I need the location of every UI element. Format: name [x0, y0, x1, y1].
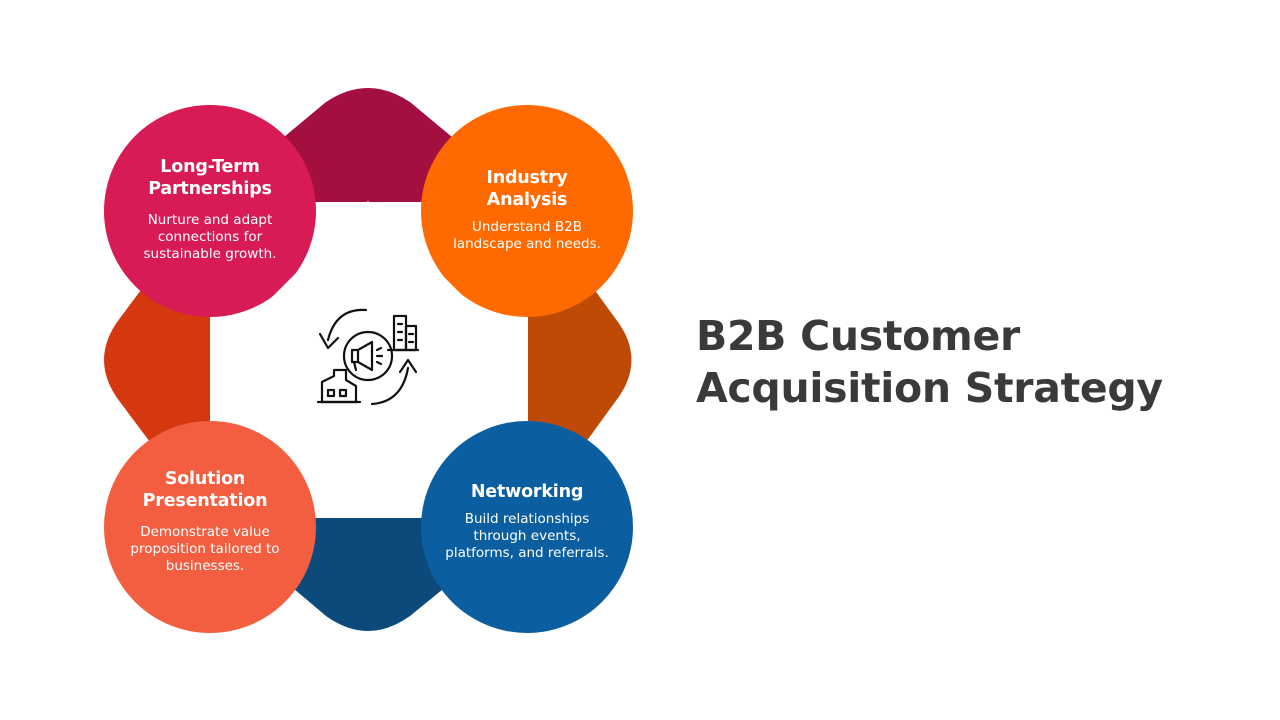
segment-description: Understand B2B landscape and needs.: [453, 219, 601, 252]
circle-industry-analysis: [421, 105, 633, 317]
marketing-cycle-icon: [316, 308, 420, 406]
circle-networking: [421, 421, 633, 633]
segment-industry-analysis: Industry Analysis Understand B2B landsca…: [427, 167, 627, 253]
page-title: B2B Customer Acquisition Strategy: [696, 312, 1163, 412]
segment-title: Networking: [470, 482, 584, 502]
segment-networking: Networking Build relationships through e…: [427, 481, 627, 562]
circle-solution-presentation: [104, 421, 316, 633]
center-diamond: [210, 201, 526, 517]
segment-solution-presentation: Solution Presentation Demonstrate value …: [105, 468, 305, 575]
segment-description: Demonstrate value proposition tailored t…: [130, 524, 280, 574]
segment-title: Long-Term Partnerships: [148, 157, 272, 199]
segment-title: Solution Presentation: [142, 469, 268, 511]
segment-long-term-partnerships: Long-Term Partnerships Nurture and adapt…: [110, 156, 310, 263]
segment-description: Nurture and adapt connections for sustai…: [143, 212, 277, 262]
segment-description: Build relationships through events, plat…: [445, 511, 609, 561]
segment-title: Industry Analysis: [486, 168, 568, 210]
circle-long-term-partnerships: [104, 105, 316, 317]
